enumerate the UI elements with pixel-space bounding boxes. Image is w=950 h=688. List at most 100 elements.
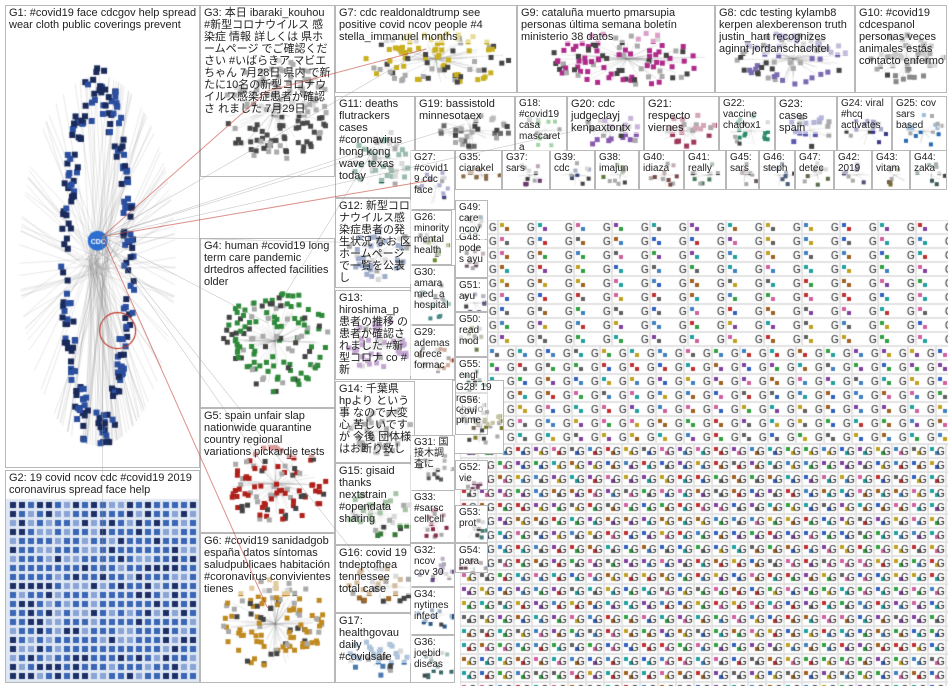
group-panel-g2: G2: 19 covid ncov cdc #covid19 2019 coro… xyxy=(5,470,200,683)
group-panel-g33: G33: #sarsc cellcell xyxy=(410,490,455,543)
group-label-g54: G54: para xyxy=(459,545,485,567)
group-label-g12: G12: 新型コロナウイルス感染症患者の発生状況 なお 区 ホームページで一覧を… xyxy=(339,200,412,284)
group-panel-g13: G13: hiroshima_p 患者の推移 の患者が確認されました #新型コロ… xyxy=(335,290,415,380)
group-panel-g22: G22: vaccine chadox1 xyxy=(719,96,775,152)
group-panel-g7: G7: cdc realdonaldtrump see positive cov… xyxy=(335,5,517,93)
group-label-g39: G39: cdc xyxy=(554,152,592,174)
group-label-g40: G40: idiaza xyxy=(643,152,681,174)
group-panel-g4: G4: human #covid19 long term care pandem… xyxy=(200,238,335,408)
group-panel-g29: G29: ademas ofrece formac xyxy=(410,325,455,380)
group-panel-g17: G17: healthgovau daily #covidsafe xyxy=(335,613,415,683)
group-label-g2: G2: 19 covid ncov cdc #covid19 2019 coro… xyxy=(9,472,197,496)
group-nodes-g1 xyxy=(6,6,199,467)
group-label-g19: G19: bassistold minnesotaex xyxy=(419,98,512,122)
group-panel-g50: G50: read mod xyxy=(455,312,488,357)
group-panel-g24: G24: viral #hcq activates xyxy=(837,96,892,152)
group-label-g9: G9: cataluña muerto pmarsupia personas ú… xyxy=(521,7,712,43)
group-label-g31: G31: 国 接木調 査に xyxy=(414,437,452,470)
group-panel-g34: G34: nytimes infect xyxy=(410,587,455,635)
group-label-g42: G42: 2019 xyxy=(838,152,869,174)
group-panel-g30: G30: amara med_a hospital xyxy=(410,265,455,325)
group-panel-g37: G37: sars xyxy=(502,150,550,190)
small-groups-grid xyxy=(460,220,948,686)
group-label-g8: G8: cdc testing kylamb8 kerpen alexberen… xyxy=(719,7,852,55)
group-panel-g16: G16: covid 19 tndeptofhea tennessee tota… xyxy=(335,545,415,613)
group-panel-g3: G3: 本日 ibaraki_kouhou #新型コロナウイルス 感染症 情報 … xyxy=(200,5,335,177)
group-panel-g27: G27: #covid19 cdc face xyxy=(410,150,455,210)
group-panel-g9: G9: cataluña muerto pmarsupia personas ú… xyxy=(517,5,715,93)
group-label-g56: G56: covi xyxy=(459,395,485,417)
group-panel-g53: G53: prot xyxy=(455,505,488,543)
group-panel-g6: G6: #covid19 sanidadgob españa datos sín… xyxy=(200,533,335,683)
group-label-g36: G36: joebid diseas xyxy=(414,637,452,670)
group-panel-g35: G35: ciarakel xyxy=(455,150,502,190)
group-label-g44: G44: zaka xyxy=(914,152,944,174)
group-label-g25: G25: cov sars based xyxy=(896,98,944,131)
group-label-g22: G22: vaccine chadox1 xyxy=(723,98,772,131)
group-label-g18: G18: #covid19 casa mascareta xyxy=(519,98,564,151)
group-nodes-g2 xyxy=(6,471,199,682)
group-panel-g46: G46: steph xyxy=(759,150,795,190)
group-panel-g8: G8: cdc testing kylamb8 kerpen alexberen… xyxy=(715,5,855,93)
group-panel-g54: G54: para xyxy=(455,543,488,573)
group-label-g45: G45: sars xyxy=(730,152,756,174)
group-panel-g48: G48: podes ayu xyxy=(455,230,488,278)
group-label-g49: G49: care ncov xyxy=(459,202,485,235)
group-label-g6: G6: #covid19 sanidadgob españa datos sín… xyxy=(204,535,332,595)
group-label-g50: G50: read mod xyxy=(459,314,485,347)
group-label-g30: G30: amara med_a hospital xyxy=(414,267,452,311)
group-panel-g26: G26: minority mental health xyxy=(410,210,452,265)
group-label-g48: G48: podes ayu xyxy=(459,232,485,265)
group-panel-g41: G41: really xyxy=(684,150,726,190)
group-label-g43: G43: vitam xyxy=(876,152,907,174)
group-label-g5: G5: spain unfair slap nationwide quarant… xyxy=(204,410,332,458)
group-panel-g21: G21: respecto viernes xyxy=(644,96,719,152)
group-label-g51: G51: ayu xyxy=(459,280,485,302)
group-panel-g14: G14: 千葉県 hpより という事 なので大変心 苦しいですが 今後 団体様 … xyxy=(335,381,415,463)
group-label-g27: G27: #covid19 cdc face xyxy=(414,152,452,196)
group-panel-g11: G11: deaths flutrackers cases #coronavir… xyxy=(335,96,415,198)
group-label-g13: G13: hiroshima_p 患者の推移 の患者が確認されました #新型コロ… xyxy=(339,292,412,376)
group-label-g7: G7: cdc realdonaldtrump see positive cov… xyxy=(339,7,514,43)
group-label-g10: G10: #covid19 cdcespanol personas veces … xyxy=(859,7,944,67)
group-label-g35: G35: ciarakel xyxy=(459,152,499,174)
group-panel-g32: G32: ncov cov 30 xyxy=(410,543,455,587)
group-label-g16: G16: covid 19 tndeptofhea tennessee tota… xyxy=(339,547,412,595)
group-label-g53: G53: prot xyxy=(459,507,485,529)
group-label-g3: G3: 本日 ibaraki_kouhou #新型コロナウイルス 感染症 情報 … xyxy=(204,7,332,115)
group-label-g15: G15: gisaid thanks nextstrain #opendata … xyxy=(339,465,412,525)
group-label-g55: G55: engl xyxy=(459,359,485,381)
group-panel-g36: G36: joebid diseas xyxy=(410,635,455,683)
group-panel-g49: G49: care ncov xyxy=(455,200,488,240)
group-panel-g5: G5: spain unfair slap nationwide quarant… xyxy=(200,408,335,533)
group-label-g41: G41: really xyxy=(688,152,723,174)
group-panel-g39: G39: cdc xyxy=(550,150,595,190)
group-label-g11: G11: deaths flutrackers cases #coronavir… xyxy=(339,98,412,182)
group-label-g34: G34: nytimes infect xyxy=(414,589,452,622)
group-panel-g18: G18: #covid19 casa mascareta xyxy=(515,96,567,152)
group-label-g4: G4: human #covid19 long term care pandem… xyxy=(204,240,332,288)
group-label-g38: G38: imajun xyxy=(599,152,636,174)
group-label-g52: G52: vie xyxy=(459,462,485,484)
group-panel-g40: G40: idiaza xyxy=(639,150,684,190)
group-label-g26: G26: minority mental health xyxy=(414,212,450,256)
group-label-g21: G21: respecto viernes xyxy=(648,98,716,134)
group-label-g46: G46: steph xyxy=(763,152,792,174)
group-panel-g38: G38: imajun xyxy=(595,150,639,190)
group-panel-g52: G52: vie xyxy=(455,460,488,490)
group-panel-g43: G43: vitam xyxy=(872,150,910,190)
group-panel-g1: G1: #covid19 face cdcgov help spread wea… xyxy=(5,5,200,468)
group-label-g33: G33: #sarsc cellcell xyxy=(414,492,452,525)
group-panel-g28: G28: 19 ncov chado prime xyxy=(452,380,504,454)
group-panel-g45: G45: sars xyxy=(726,150,759,190)
group-label-g24: G24: viral #hcq activates xyxy=(841,98,889,131)
group-label-g1: G1: #covid19 face cdcgov help spread wea… xyxy=(9,7,197,31)
group-panel-g47: G47: detec xyxy=(795,150,834,190)
group-label-g29: G29: ademas ofrece formac xyxy=(414,327,452,371)
group-panel-g25: G25: cov sars based xyxy=(892,96,947,152)
group-panel-g23: G23: cases spain xyxy=(775,96,837,152)
group-panel-g31: G31: 国 接木調 査に xyxy=(410,435,455,491)
group-panel-g12: G12: 新型コロナウイルス感染症患者の発生状況 なお 区 ホームページで一覧を… xyxy=(335,198,415,288)
group-label-g17: G17: healthgovau daily #covidsafe xyxy=(339,615,412,663)
